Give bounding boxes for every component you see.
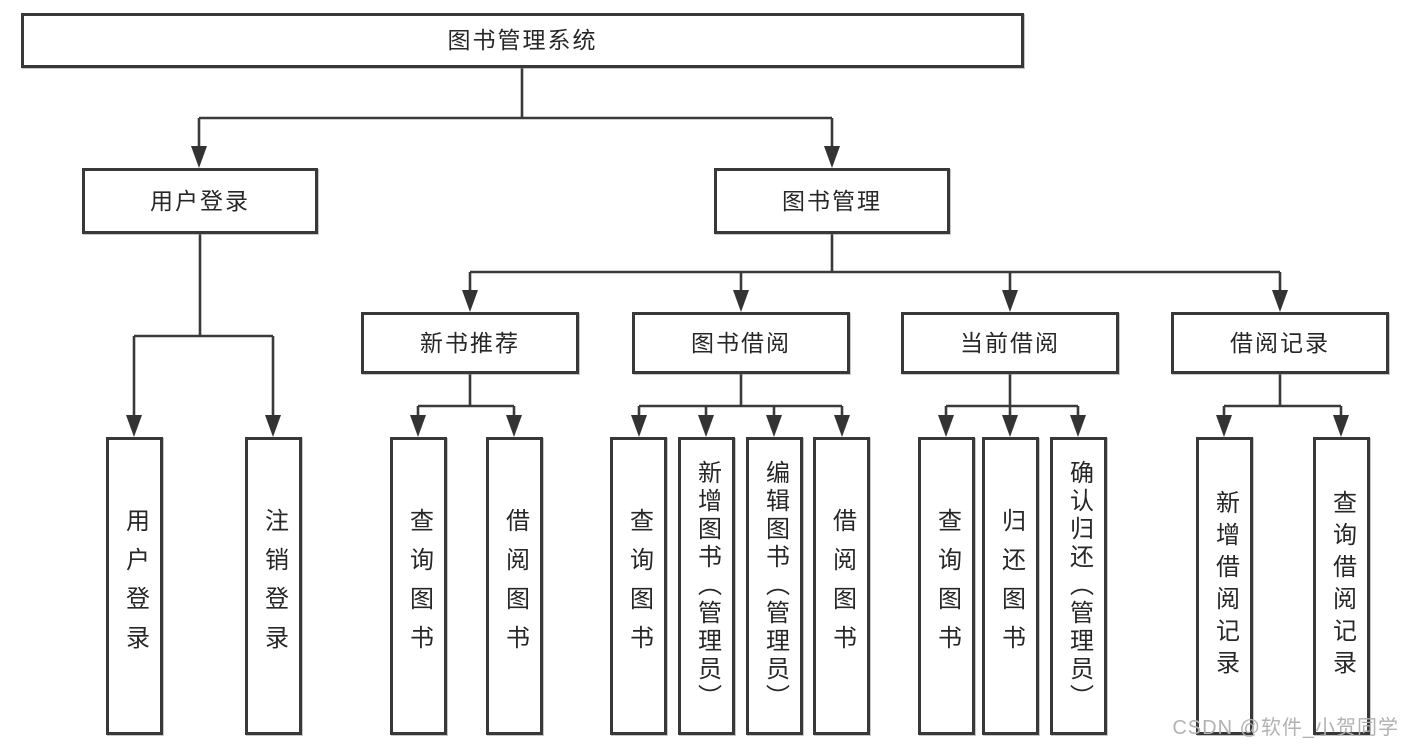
leaf-logout-login-label: 注销登录: [260, 508, 288, 664]
leaf-records-add-record: 新增借阅记录: [1196, 437, 1253, 735]
node-book-management: 图书管理: [714, 168, 950, 234]
arrow-down-icon: [733, 290, 749, 312]
leaf-user-login-label: 用户登录: [121, 508, 149, 664]
node-new-book-recommend-label: 新书推荐: [420, 329, 520, 356]
leaf-borrowing-add-book-admin: 新增图书（管理员）: [678, 437, 735, 735]
tree-connector-paths: [132, 67, 1343, 416]
arrow-down-icon: [698, 415, 714, 437]
leaf-current-return-book-label: 归还图书: [997, 508, 1025, 664]
leaf-borrowing-add-book-admin-label: 新增图书（管理员）: [693, 460, 721, 712]
node-book-management-label: 图书管理: [782, 187, 882, 214]
leaf-current-query-book-label: 查询图书: [933, 508, 961, 664]
leaf-newbook-query-book: 查询图书: [390, 437, 447, 735]
leaf-borrowing-borrow-book-label: 借阅图书: [828, 508, 856, 664]
arrow-down-icon: [631, 415, 647, 437]
leaf-records-add-record-label: 新增借阅记录: [1211, 490, 1239, 682]
leaf-borrowing-borrow-book: 借阅图书: [813, 437, 870, 735]
arrow-down-icon: [834, 415, 850, 437]
node-current-borrowing: 当前借阅: [901, 312, 1119, 374]
leaf-records-query-record: 查询借阅记录: [1313, 437, 1370, 735]
leaf-current-confirm-return-admin-label: 确认归还（管理员）: [1065, 460, 1093, 712]
arrow-down-icon: [824, 146, 840, 168]
arrow-down-icon: [265, 415, 281, 437]
leaf-logout-login: 注销登录: [245, 437, 302, 735]
arrow-down-icon: [1002, 290, 1018, 312]
leaf-borrowing-edit-book-admin: 编辑图书（管理员）: [746, 437, 803, 735]
leaf-newbook-borrow-book: 借阅图书: [486, 437, 543, 735]
node-root: 图书管理系统: [21, 13, 1024, 68]
node-root-label: 图书管理系统: [447, 27, 598, 53]
csdn-watermark: CSDN @软件_小贺同学: [1172, 717, 1399, 739]
arrow-down-icon: [126, 415, 142, 437]
node-current-borrowing-label: 当前借阅: [960, 329, 1060, 356]
leaf-newbook-query-book-label: 查询图书: [405, 508, 433, 664]
arrow-down-icon: [506, 415, 522, 437]
arrow-down-icon: [766, 415, 782, 437]
arrow-down-icon: [1272, 290, 1288, 312]
node-user-login-label: 用户登录: [150, 187, 250, 214]
leaf-current-return-book: 归还图书: [982, 437, 1039, 735]
node-user-login: 用户登录: [82, 168, 318, 234]
node-book-borrowing-label: 图书借阅: [691, 329, 791, 356]
arrow-down-icon: [938, 415, 954, 437]
arrow-down-icon: [462, 290, 478, 312]
arrow-down-icon: [1002, 415, 1018, 437]
node-borrowing-records: 借阅记录: [1171, 312, 1389, 374]
node-new-book-recommend: 新书推荐: [361, 312, 579, 374]
arrow-down-icon: [410, 415, 426, 437]
leaf-borrowing-query-book: 查询图书: [610, 437, 667, 735]
leaf-user-login: 用户登录: [106, 437, 163, 735]
leaf-borrowing-query-book-label: 查询图书: [625, 508, 653, 664]
leaf-borrowing-edit-book-admin-label: 编辑图书（管理员）: [761, 460, 789, 712]
leaf-current-query-book: 查询图书: [918, 437, 975, 735]
leaf-records-query-record-label: 查询借阅记录: [1328, 490, 1356, 682]
arrow-down-icon: [1333, 415, 1349, 437]
node-book-borrowing: 图书借阅: [632, 312, 850, 374]
arrow-down-icon: [1070, 415, 1086, 437]
leaf-current-confirm-return-admin: 确认归还（管理员）: [1050, 437, 1107, 735]
node-borrowing-records-label: 借阅记录: [1230, 329, 1330, 356]
arrow-down-icon: [191, 146, 207, 168]
arrow-down-icon: [1216, 415, 1232, 437]
leaf-newbook-borrow-book-label: 借阅图书: [501, 508, 529, 664]
